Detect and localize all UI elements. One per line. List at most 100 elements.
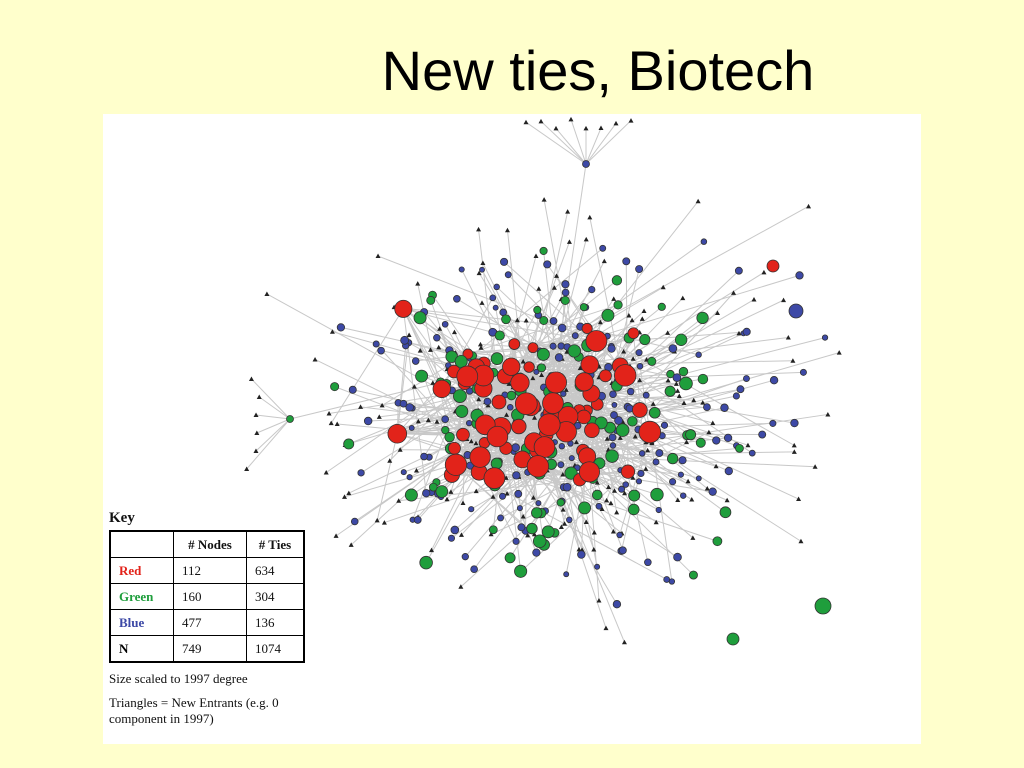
new-entrant-triangle <box>530 375 536 381</box>
new-entrant-triangle <box>480 260 486 265</box>
blue-node <box>377 346 385 355</box>
new-entrant-triangle <box>599 506 605 511</box>
blue-node <box>562 482 572 492</box>
new-entrant-triangle <box>643 466 649 471</box>
tie-edge <box>379 401 500 418</box>
blue-node <box>561 280 570 289</box>
green-node <box>695 437 706 448</box>
green-node <box>627 416 638 427</box>
new-entrant-triangle <box>650 401 656 406</box>
new-entrant-triangle <box>248 376 254 381</box>
new-entrant-triangle <box>532 415 538 420</box>
new-entrant-triangle <box>676 393 682 399</box>
new-entrant-triangle <box>706 429 712 435</box>
new-entrant-triangle <box>358 404 364 409</box>
blue-node <box>609 390 617 398</box>
key-header-nodes: # Nodes <box>173 530 247 558</box>
new-entrant-triangle <box>673 381 679 386</box>
red-node <box>510 373 530 393</box>
new-entrant-triangle <box>630 356 636 361</box>
new-entrant-triangle <box>334 421 340 427</box>
blue-node <box>504 271 512 279</box>
red-node <box>545 371 567 394</box>
green-node <box>605 449 619 463</box>
new-entrant-triangle <box>323 469 329 475</box>
new-entrant-triangle <box>554 273 560 278</box>
green-node <box>591 489 603 501</box>
green-node <box>404 488 418 502</box>
red-node <box>581 322 593 334</box>
blue-node <box>422 489 431 498</box>
blue-node <box>635 265 644 274</box>
new-entrant-triangle <box>448 489 454 494</box>
new-entrant-triangle <box>577 365 583 371</box>
blue-node <box>348 385 357 394</box>
new-entrant-triangle <box>781 297 787 303</box>
green-node <box>674 333 688 346</box>
green-node <box>647 356 657 366</box>
red-node <box>542 392 564 415</box>
red-node <box>511 418 527 435</box>
tie-edge <box>255 414 291 420</box>
tie-edge <box>589 217 621 366</box>
new-entrant-triangle <box>791 449 797 454</box>
key-row-n: N 749 1074 <box>109 635 305 663</box>
new-entrant-triangle <box>413 468 419 473</box>
new-entrant-triangle <box>531 531 537 537</box>
red-node <box>578 461 600 483</box>
new-entrant-triangle <box>704 485 710 491</box>
blue-node <box>678 456 687 465</box>
new-entrant-triangle <box>479 300 485 305</box>
new-entrant-triangle <box>622 490 628 496</box>
green-node <box>490 352 504 365</box>
blue-node <box>571 332 579 340</box>
new-entrant-triangle <box>253 448 259 453</box>
new-entrant-triangle <box>415 281 421 286</box>
blue-node <box>420 452 428 461</box>
blue-node <box>618 546 627 555</box>
blue-node <box>712 436 721 445</box>
tie-edge <box>624 299 755 376</box>
new-entrant-triangle <box>560 507 566 512</box>
new-entrant-triangle <box>425 417 431 423</box>
tie-edge <box>376 433 398 521</box>
new-entrant-triangle <box>630 475 636 480</box>
green-node <box>444 431 455 443</box>
blue-node <box>557 461 565 469</box>
blue-node <box>635 478 643 485</box>
tie-edge <box>255 418 291 452</box>
green-node <box>685 429 697 441</box>
blue-node <box>479 266 485 273</box>
green-node <box>526 522 538 535</box>
new-entrant-triangle <box>713 463 719 469</box>
blue-node <box>470 565 478 574</box>
red-node <box>574 372 594 392</box>
new-entrant-triangle <box>437 326 443 331</box>
red-node <box>456 365 479 388</box>
key-label-red: Red <box>109 557 174 584</box>
red-node <box>627 327 640 340</box>
green-node <box>531 507 543 519</box>
new-entrant-triangle <box>458 532 464 537</box>
new-entrant-triangle <box>583 519 589 524</box>
red-node <box>613 364 637 387</box>
new-entrant-triangle <box>710 420 716 426</box>
blue-node <box>660 421 669 429</box>
key-nodes-blue: 477 <box>173 609 247 636</box>
tie-edge <box>586 205 809 329</box>
blue-node <box>672 373 682 382</box>
tie-edge <box>596 340 687 443</box>
new-entrant-triangle <box>538 118 544 124</box>
new-entrant-triangle <box>539 372 545 377</box>
blue-node <box>595 502 603 510</box>
blue-node <box>514 489 523 498</box>
blue-node <box>563 571 570 578</box>
green-node <box>453 389 467 403</box>
green-node <box>428 482 438 492</box>
new-entrant-triangle <box>254 430 260 435</box>
new-entrant-triangle <box>806 203 812 209</box>
green-node <box>330 382 340 392</box>
green-node <box>667 452 679 465</box>
red-node <box>527 342 539 354</box>
tie-edge <box>330 308 404 424</box>
